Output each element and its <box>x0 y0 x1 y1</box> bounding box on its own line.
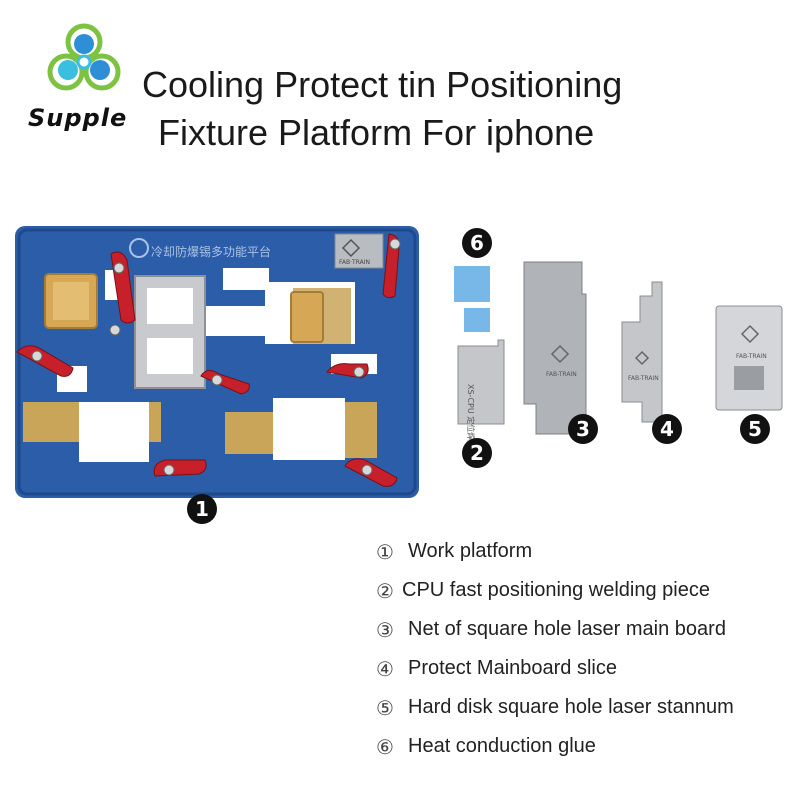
legend-text: Hard disk square hole laser stannum <box>408 696 734 718</box>
part3-brand: FAB-TRAIN <box>546 371 577 378</box>
work-platform-image: 冷却防爆锡多功能平台 FAB·TRAIN <box>15 226 419 498</box>
legend-marker: ⑤ <box>376 695 394 720</box>
legend-item: ③ Net of square hole laser main board <box>376 610 796 649</box>
legend-text: CPU fast positioning welding piece <box>402 579 710 601</box>
legend-text: Protect Mainboard slice <box>408 657 617 679</box>
platform-engraved-text: 冷却防爆锡多功能平台 <box>151 244 271 259</box>
legend-item: ⑤ Hard disk square hole laser stannum <box>376 688 796 727</box>
legend-item: ④ Protect Mainboard slice <box>376 649 796 688</box>
legend-marker: ① <box>376 539 394 564</box>
part2-label: XS-CPU 定位焊片 <box>466 384 476 448</box>
accessory-parts-image: XS-CPU 定位焊片 FAB-TRAIN FAB-TRAIN FAB-TRAI… <box>454 261 783 448</box>
callout-3: 3 <box>568 414 598 444</box>
legend-marker: ② <box>376 578 394 603</box>
parts-legend: ① Work platform ② CPU fast positioning w… <box>376 532 796 766</box>
callout-5: 5 <box>740 414 770 444</box>
legend-marker: ④ <box>376 656 394 681</box>
callout-2: 2 <box>462 438 492 468</box>
part5-brand: FAB-TRAIN <box>736 353 767 360</box>
legend-text: Heat conduction glue <box>408 735 596 757</box>
callout-6: 6 <box>462 228 492 258</box>
legend-text: Work platform <box>408 540 533 562</box>
platform-badge-text: FAB·TRAIN <box>339 259 370 266</box>
page-title-line-1: Cooling Protect tin Positioning <box>142 64 623 105</box>
legend-item: ① Work platform <box>376 532 796 571</box>
legend-marker: ③ <box>376 617 394 642</box>
part4-brand: FAB-TRAIN <box>628 375 659 382</box>
legend-item: ② CPU fast positioning welding piece <box>376 571 796 610</box>
callout-1: 1 <box>187 494 217 524</box>
clover-logo-icon <box>47 23 121 91</box>
callout-4: 4 <box>652 414 682 444</box>
legend-item: ⑥ Heat conduction glue <box>376 727 796 766</box>
page-title-line-2: Fixture Platform For iphone <box>158 112 595 153</box>
brand-name: Supple <box>28 104 128 132</box>
legend-text: Net of square hole laser main board <box>408 618 726 640</box>
legend-marker: ⑥ <box>376 734 394 759</box>
